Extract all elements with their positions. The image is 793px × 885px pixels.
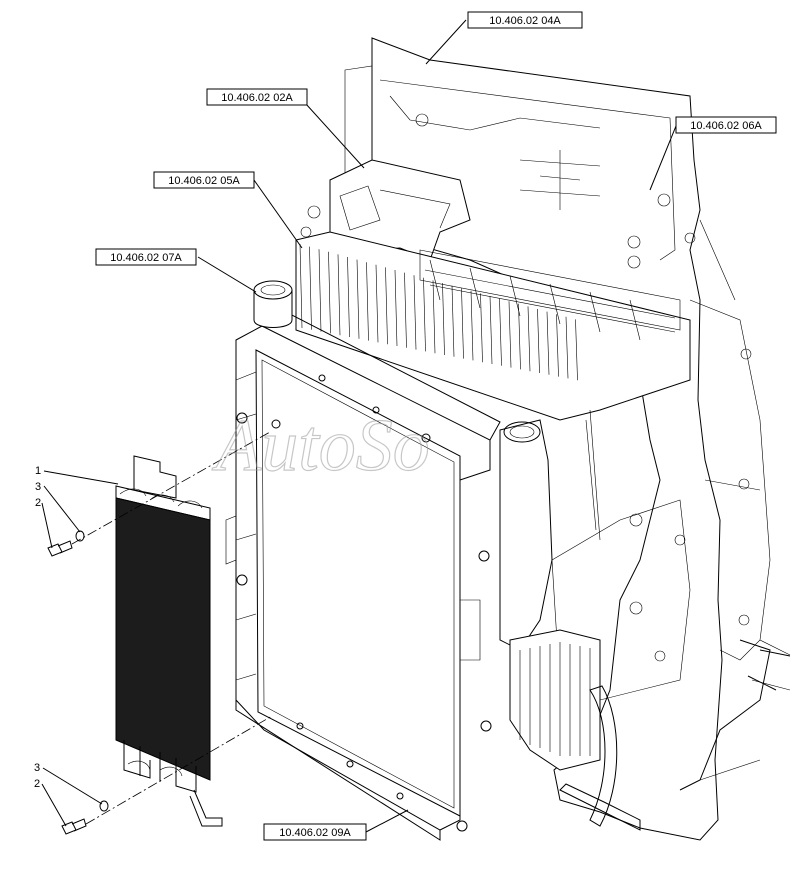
filler-neck: [253, 280, 293, 328]
cooler-fin: [328, 251, 331, 334]
cooler-fin: [565, 316, 569, 379]
callout-label: 10.406.02 07A: [110, 252, 182, 264]
cooler-fin: [556, 314, 559, 377]
callout-label: 10.406.02 02A: [221, 92, 293, 104]
item-number-1[interactable]: 1: [35, 465, 41, 477]
cooler-fin: [442, 282, 445, 356]
cooler-fin: [461, 288, 464, 359]
cooler-fin: [375, 264, 379, 343]
assembly-line-top: [71, 431, 271, 545]
cooler-fin: [527, 306, 531, 372]
cooler-fin: [451, 285, 455, 357]
cooler-fin: [299, 243, 303, 329]
charge-air-cooler: [295, 231, 691, 421]
cooler-fin: [404, 272, 407, 348]
cooler-fin: [347, 256, 350, 338]
bottom-bolt-2: [61, 818, 87, 835]
cooler-fin: [575, 319, 578, 381]
callout-10-406-02-09a[interactable]: 10.406.02 09A: [263, 823, 367, 841]
cooler-fin: [413, 275, 417, 350]
callout-label: 10.406.02 06A: [690, 120, 762, 132]
callout-label: 10.406.02 05A: [168, 175, 240, 187]
cooler-fin: [394, 269, 398, 347]
cooler-fin: [480, 293, 483, 363]
cooler-fin: [318, 249, 322, 332]
item-number-2-bottom[interactable]: 2: [34, 778, 40, 790]
bottom-washer-3: [99, 800, 109, 812]
callout-10-406-02-07a[interactable]: 10.406.02 07A: [95, 248, 197, 266]
top-bolt-2: [47, 540, 73, 557]
watermark: AutoSo: [211, 405, 430, 487]
top-washer-3: [75, 530, 85, 542]
cooler-fin: [423, 277, 426, 352]
cooler-fin: [366, 262, 369, 341]
cooler-fin: [356, 259, 360, 339]
cooler-fin: [432, 280, 436, 354]
callout-10-406-02-02a[interactable]: 10.406.02 02A: [206, 88, 308, 106]
item-number-3-top[interactable]: 3: [35, 481, 41, 493]
cooler-fin: [385, 267, 388, 345]
cooler-fin: [499, 298, 502, 366]
callout-10-406-02-05a[interactable]: 10.406.02 05A: [153, 171, 255, 189]
cooler-fin: [337, 254, 341, 336]
callout-10-406-02-06a[interactable]: 10.406.02 06A: [675, 116, 777, 134]
callout-10-406-02-04a[interactable]: 10.406.02 04A: [467, 11, 583, 29]
main-radiator: [225, 313, 501, 841]
cooler-fin: [546, 311, 550, 375]
callout-leaders: [41, 19, 677, 833]
item-number-3-bottom[interactable]: 3: [34, 762, 40, 774]
cooler-fin: [537, 308, 540, 374]
lower-radiator: [509, 629, 791, 831]
side-tank: [499, 409, 691, 701]
cooler-fin: [470, 290, 474, 361]
cooler-fin: [508, 301, 512, 368]
callout-label: 10.406.02 04A: [489, 15, 561, 27]
cooler-fin: [309, 246, 312, 330]
cooler-fin: [489, 295, 493, 365]
item-number-2-top[interactable]: 2: [35, 497, 41, 509]
callout-label: 10.406.02 09A: [279, 827, 351, 839]
oil-cooler: [115, 455, 223, 827]
cooler-fin: [518, 303, 521, 370]
